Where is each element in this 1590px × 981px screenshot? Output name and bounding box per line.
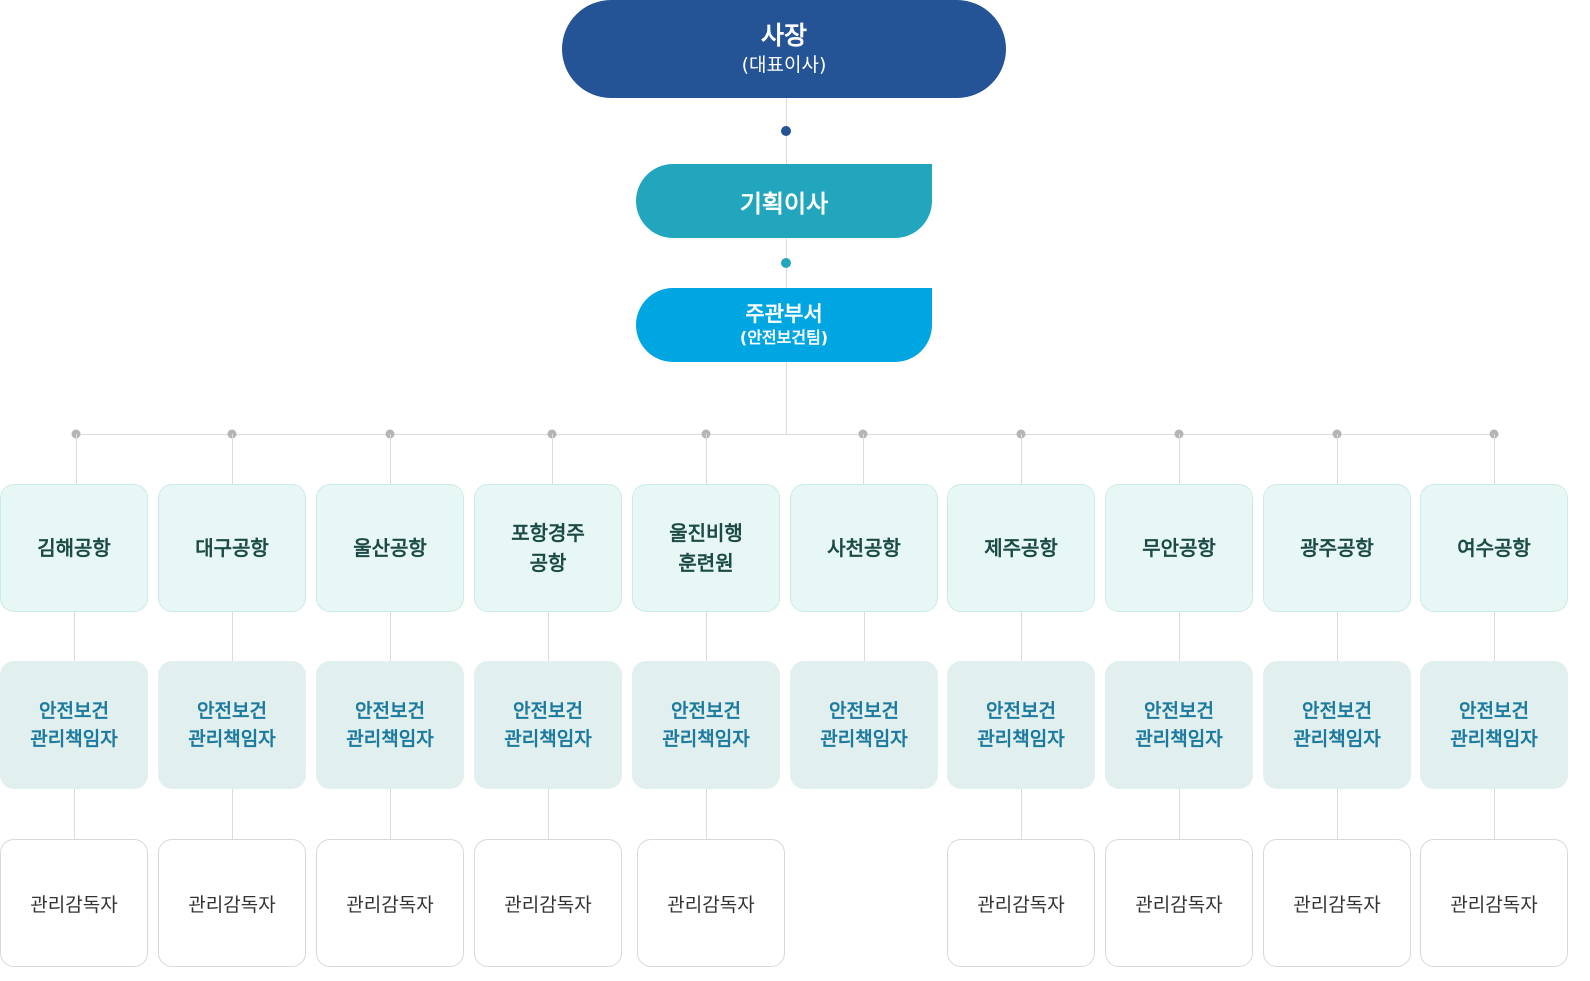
supervisor-box: 관리감독자 [1420,839,1568,967]
airport-box: 제주공항 [947,484,1095,612]
supervisor-box: 관리감독자 [474,839,622,967]
airport-name: 무안공항 [1142,536,1216,560]
airport-box: 여수공항 [1420,484,1568,612]
airport-manager-connector [390,612,391,661]
safety-manager-box: 안전보건 관리책임자 [158,661,306,789]
branch-connector [1021,434,1022,484]
supervisor-label: 관리감독자 [188,893,276,916]
airport-manager-connector [1494,612,1495,661]
supervisor-box: 관리감독자 [947,839,1095,967]
airport-name: 여수공항 [1457,536,1531,560]
airport-box: 김해공항 [0,484,148,612]
airport-name: 울진비행 훈련원 [669,521,743,575]
department-subtitle: (안전보건팀) [739,328,829,347]
supervisor-label: 관리감독자 [1450,893,1538,916]
safety-manager-label: 안전보건 관리책임자 [1450,700,1538,750]
safety-manager-box: 안전보건 관리책임자 [0,661,148,789]
branch-connector [232,434,233,484]
airport-manager-connector [1179,612,1180,661]
airport-box: 무안공항 [1105,484,1253,612]
manager-supervisor-connector [232,789,233,839]
branch-connector [706,434,707,484]
department-node: 주관부서 (안전보건팀) [636,288,932,362]
supervisor-label: 관리감독자 [1293,893,1381,916]
safety-manager-label: 안전보건 관리책임자 [977,700,1065,750]
safety-manager-box: 안전보건 관리책임자 [1105,661,1253,789]
branch-connector [1179,434,1180,484]
safety-manager-box: 안전보건 관리책임자 [632,661,780,789]
safety-manager-box: 안전보건 관리책임자 [790,661,938,789]
manager-supervisor-connector [390,789,391,839]
connector-horizontal-bus [76,434,1494,435]
manager-supervisor-connector [1337,789,1338,839]
connector-dot-ceo [781,126,791,136]
supervisor-box: 관리감독자 [316,839,464,967]
airport-name: 김해공항 [37,536,111,560]
manager-supervisor-connector [548,789,549,839]
airport-manager-connector [706,612,707,661]
airport-box: 울산공항 [316,484,464,612]
branch-connector [863,434,864,484]
airport-name: 울산공항 [353,536,427,560]
airport-manager-connector [1337,612,1338,661]
safety-manager-label: 안전보건 관리책임자 [346,700,434,750]
airport-manager-connector [864,612,865,661]
safety-manager-box: 안전보건 관리책임자 [947,661,1095,789]
safety-manager-label: 안전보건 관리책임자 [30,700,118,750]
manager-supervisor-connector [1179,789,1180,839]
safety-manager-box: 안전보건 관리책임자 [474,661,622,789]
airport-manager-connector [1021,612,1022,661]
airport-box: 포항경주 공항 [474,484,622,612]
safety-manager-label: 안전보건 관리책임자 [504,700,592,750]
planning-director-node: 기획이사 [636,164,932,238]
branch-connector [1494,434,1495,484]
airport-manager-connector [548,612,549,661]
supervisor-box: 관리감독자 [637,839,785,967]
ceo-title: 사장 [760,21,807,50]
manager-supervisor-connector [1494,789,1495,839]
airport-name: 사천공항 [827,536,901,560]
safety-manager-label: 안전보건 관리책임자 [188,700,276,750]
airport-box: 울진비행 훈련원 [632,484,780,612]
airport-name: 포항경주 공항 [511,521,585,575]
manager-supervisor-connector [1021,789,1022,839]
airport-manager-connector [232,612,233,661]
ceo-subtitle: (대표이사) [741,54,827,76]
planning-director-title: 기획이사 [739,189,829,218]
connector-dept-branches [786,362,787,434]
branch-connector [552,434,553,484]
supervisor-label: 관리감독자 [504,893,592,916]
supervisor-box: 관리감독자 [158,839,306,967]
airport-manager-connector [74,612,75,661]
airport-name: 제주공항 [984,536,1058,560]
airport-box: 사천공항 [790,484,938,612]
supervisor-box: 관리감독자 [0,839,148,967]
safety-manager-box: 안전보건 관리책임자 [316,661,464,789]
branch-connector [390,434,391,484]
supervisor-label: 관리감독자 [346,893,434,916]
supervisor-label: 관리감독자 [30,893,118,916]
ceo-node: 사장 (대표이사) [562,0,1006,98]
safety-manager-label: 안전보건 관리책임자 [820,700,908,750]
supervisor-box: 관리감독자 [1263,839,1411,967]
supervisor-label: 관리감독자 [977,893,1065,916]
manager-supervisor-connector [74,789,75,839]
airport-name: 광주공항 [1300,536,1374,560]
safety-manager-box: 안전보건 관리책임자 [1263,661,1411,789]
airport-box: 대구공항 [158,484,306,612]
safety-manager-label: 안전보건 관리책임자 [662,700,750,750]
department-title: 주관부서 [745,302,823,326]
safety-manager-box: 안전보건 관리책임자 [1420,661,1568,789]
manager-supervisor-connector [706,789,707,839]
supervisor-label: 관리감독자 [667,893,755,916]
safety-manager-label: 안전보건 관리책임자 [1135,700,1223,750]
supervisor-label: 관리감독자 [1135,893,1223,916]
airport-box: 광주공항 [1263,484,1411,612]
branch-connector [76,434,77,484]
connector-dot-planning [781,258,791,268]
airport-name: 대구공항 [195,536,269,560]
safety-manager-label: 안전보건 관리책임자 [1293,700,1381,750]
supervisor-box: 관리감독자 [1105,839,1253,967]
branch-connector [1337,434,1338,484]
